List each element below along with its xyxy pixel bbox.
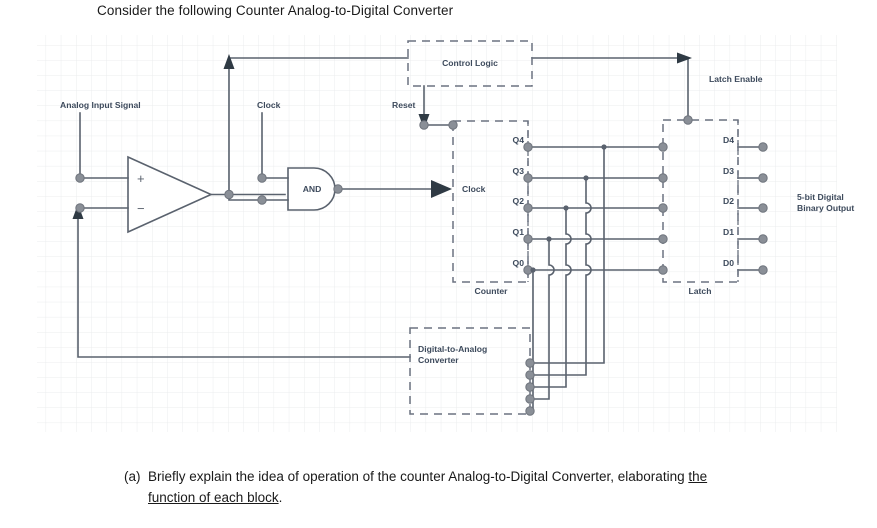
dac-bus-q2 [529,207,572,388]
label-counter-clock: Clock [462,184,486,194]
node-counter-q1 [523,234,533,244]
diagram-container: Analog Input Signal Clock Reset Latch En… [0,30,877,440]
question-block: (a) Briefly explain the idea of operatio… [124,466,824,508]
label-latch-enable: Latch Enable [709,74,763,84]
control-logic-block[interactable] [407,40,533,87]
label-q3: Q3 [513,166,525,176]
question-line1-underlined: the [688,469,708,484]
node-dac-in-0 [525,406,535,416]
question-line2-tail: . [278,490,283,505]
label-reset: Reset [392,100,416,110]
label-d2: D2 [723,196,734,206]
node-latch-enable-input [683,115,693,125]
label-and-gate: AND [303,184,322,194]
node-latch-in-3 [658,173,668,183]
label-d3: D3 [723,166,734,176]
counter-adc-diagram: Analog Input Signal Clock Reset Latch En… [37,35,854,432]
node-dac-in-4 [525,358,535,368]
node-counter-q2 [523,203,533,213]
node-dac-in-3 [525,370,535,380]
node-output-d4 [758,142,768,152]
latch-enable-arrowhead [677,52,692,64]
comparator-feedback-arrowhead [223,54,235,69]
question-marker: (a) [124,469,141,484]
question-line2-underlined: function of each block [148,490,279,505]
node-comparator-output [224,189,234,200]
dac-bus-q1 [529,238,555,400]
label-binary-output-line2: Binary Output [797,203,854,213]
node-latch-in-4 [658,142,668,152]
connection-nodes [75,115,768,416]
label-clock: Clock [257,100,281,110]
label-binary-output-line1: 5-bit Digital [797,192,844,202]
label-q2: Q2 [513,196,525,206]
label-counter: Counter [475,286,509,296]
label-d0: D0 [723,258,734,268]
label-q4: Q4 [513,135,525,145]
counter-clock-arrowhead [431,180,452,198]
label-q1: Q1 [513,227,525,237]
dac-block[interactable] [409,327,531,415]
node-and-output [333,184,343,194]
node-and-input-top [257,173,267,183]
label-analog-input-signal: Analog Input Signal [60,100,141,110]
node-dac-in-1 [525,394,535,404]
node-and-input-bottom [257,195,267,205]
label-d4: D4 [723,135,734,145]
node-counter-q3 [523,173,533,183]
node-latch-in-0 [658,265,668,275]
label-q0: Q0 [513,258,525,268]
dac-feedback-wire [77,207,411,358]
page-title: Consider the following Counter Analog-to… [97,3,454,18]
node-comparator-minus [75,203,85,213]
comparator-minus-sign: − [137,201,145,216]
node-comparator-plus [75,173,85,183]
label-dac-line2: Converter [418,355,459,365]
node-latch-in-1 [658,234,668,244]
node-output-d3 [758,173,768,183]
node-latch-in-2 [658,203,668,213]
node-output-d2 [758,203,768,213]
dac-bus-q3 [529,177,592,376]
node-output-d1 [758,234,768,244]
comparator-symbol [127,155,213,234]
comparator-plus-sign: + [137,171,145,186]
grid-background [37,35,837,432]
node-counter-reset-input [448,120,458,130]
label-latch: Latch [689,286,712,296]
dac-bus-q4 [529,146,605,364]
question-line1-text: Briefly explain the idea of operation of… [148,469,689,484]
node-counter-q4 [523,142,533,152]
bus-junctions [530,144,607,273]
node-reset [419,120,429,130]
node-dac-in-2 [525,382,535,392]
label-control-logic: Control Logic [442,58,498,68]
label-dac-line1: Digital-to-Analog [418,344,487,354]
label-d1: D1 [723,227,734,237]
node-output-d0 [758,265,768,275]
